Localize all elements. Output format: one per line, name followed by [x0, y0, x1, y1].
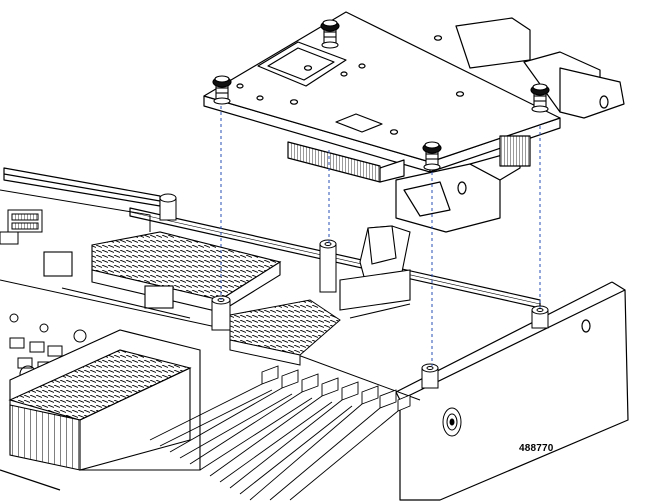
figure-id-label: 488770	[519, 443, 554, 454]
motherboard	[0, 189, 421, 401]
dimm-slot	[189, 373, 319, 471]
dimm-slot	[149, 365, 279, 447]
heatsink-rear	[229, 299, 341, 366]
dimm-slot	[229, 381, 359, 495]
alignment-guides	[220, 106, 541, 366]
standoff	[531, 305, 549, 329]
dimm-slot	[169, 369, 299, 459]
standoffs	[159, 193, 549, 389]
standoff	[211, 295, 231, 331]
dimm-slot	[209, 377, 339, 483]
thumbscrew	[320, 19, 340, 49]
standoff	[319, 239, 337, 293]
standoff	[159, 193, 177, 221]
retention-latch	[339, 225, 411, 319]
thumbscrew	[422, 141, 442, 171]
thumbscrew	[212, 75, 232, 105]
standoff	[421, 363, 439, 389]
thumbscrews	[212, 19, 550, 171]
heatsink-cpu	[43, 231, 282, 319]
dimm-slots	[149, 365, 411, 501]
chassis-port	[442, 407, 462, 437]
chassis-side-wall	[399, 289, 629, 501]
dimm-slot	[289, 394, 411, 501]
dimm-slot	[249, 385, 379, 501]
thumbscrew	[530, 83, 550, 113]
dimm-slot	[269, 389, 397, 501]
module-board	[203, 11, 625, 233]
